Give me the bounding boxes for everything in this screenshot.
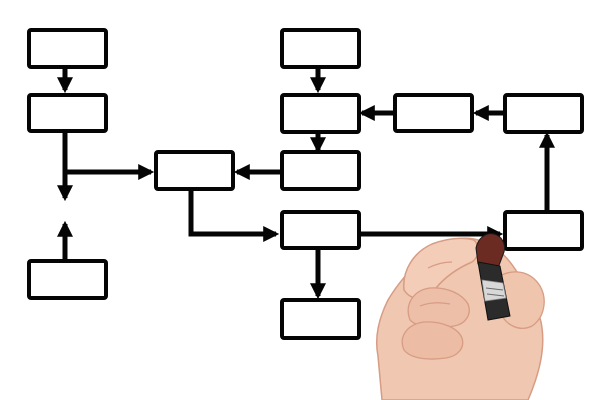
marker-label-line (485, 287, 504, 291)
flowchart-box (280, 298, 361, 340)
flowchart-box (393, 93, 474, 133)
flowchart-box (280, 28, 361, 69)
marker-tip (475, 233, 505, 269)
marker-label (481, 279, 507, 302)
connector-center-to-lower-middle (188, 189, 280, 243)
flowchart-box (503, 210, 584, 251)
hand-holding-marker (376, 233, 545, 400)
flowchart-box (280, 93, 361, 134)
flowchart-box (280, 210, 361, 250)
hand-crease (427, 261, 453, 269)
flowchart-box (27, 93, 108, 133)
flowchart-box (27, 259, 108, 300)
marker-label-line (486, 293, 505, 297)
marker-pen-icon (475, 233, 511, 321)
flowchart-box (280, 150, 361, 191)
connectors-group (56, 68, 556, 300)
boxes-group (27, 28, 584, 340)
hand-crease (419, 302, 451, 307)
flowchart-box (503, 93, 584, 134)
flowchart-box (154, 150, 235, 191)
flowchart-box (27, 28, 108, 69)
hand-ring-finger (401, 321, 464, 360)
